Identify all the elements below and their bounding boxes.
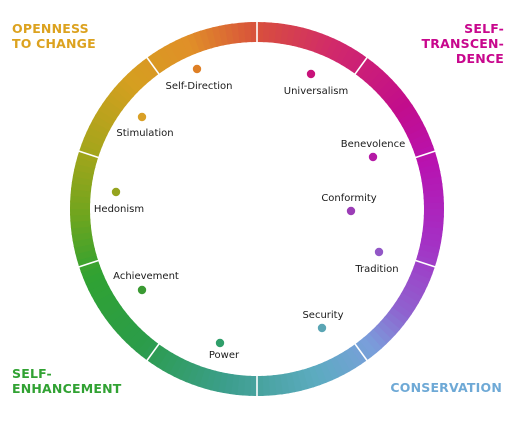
ring-divider (77, 259, 100, 268)
quadrant-label-line: TRANSCEN- (421, 36, 504, 51)
ring-divider (353, 56, 369, 76)
quadrant-label-self-transcendence: SELF- TRANSCEN- DENCE (422, 21, 504, 66)
quadrant-label-self-enhancement: SELF- ENHANCEMENT (12, 366, 121, 396)
quadrant-label-line: SELF- (12, 366, 52, 381)
quadrant-label-line: OPENNESS (12, 21, 89, 36)
value-dot-power (215, 338, 225, 348)
value-label-security: Security (302, 310, 343, 321)
ring-divider (145, 342, 161, 362)
value-dot-tradition (374, 247, 384, 257)
value-dot-security (317, 323, 327, 333)
quadrant-label-line: CONSERVATION (390, 380, 502, 395)
value-dot-conformity (346, 206, 356, 216)
value-label-stimulation: Stimulation (116, 128, 173, 139)
quadrant-label-conservation: CONSERVATION (390, 380, 502, 395)
quadrant-label-line: ENHANCEMENT (12, 381, 122, 396)
value-dot-benevolence (368, 152, 378, 162)
color-ring (69, 21, 445, 397)
value-dot-universalism (306, 69, 316, 79)
ring-dividers (77, 21, 437, 397)
quadrant-label-openness-to-change: OPENNESS TO CHANGE (12, 21, 96, 51)
ring-divider (77, 150, 100, 159)
ring-divider (414, 150, 437, 159)
value-label-hedonism: Hedonism (94, 204, 144, 215)
value-dot-stimulation (137, 112, 147, 122)
ring-divider (353, 342, 369, 362)
value-label-tradition: Tradition (354, 264, 398, 275)
quadrant-label-line: TO CHANGE (12, 36, 96, 51)
ring-divider (145, 56, 161, 76)
ring-divider (414, 259, 437, 268)
value-label-achievement: Achievement (113, 271, 179, 282)
value-dot-hedonism (111, 187, 121, 197)
value-points: Self-Direction UniversalismStimulationBen… (94, 64, 405, 361)
value-label-benevolence: Benevolence (341, 139, 405, 150)
quadrant-label-line: DENCE (455, 51, 504, 66)
value-dot-self-direction (192, 64, 202, 74)
value-label-power: Power (209, 350, 240, 361)
quadrant-label-line: SELF- (464, 21, 504, 36)
value-label-conformity: Conformity (321, 193, 376, 204)
value-label-self-direction: Self-Direction (165, 81, 232, 92)
value-dot-achievement (137, 285, 147, 295)
value-label-universalism: Universalism (284, 86, 348, 97)
